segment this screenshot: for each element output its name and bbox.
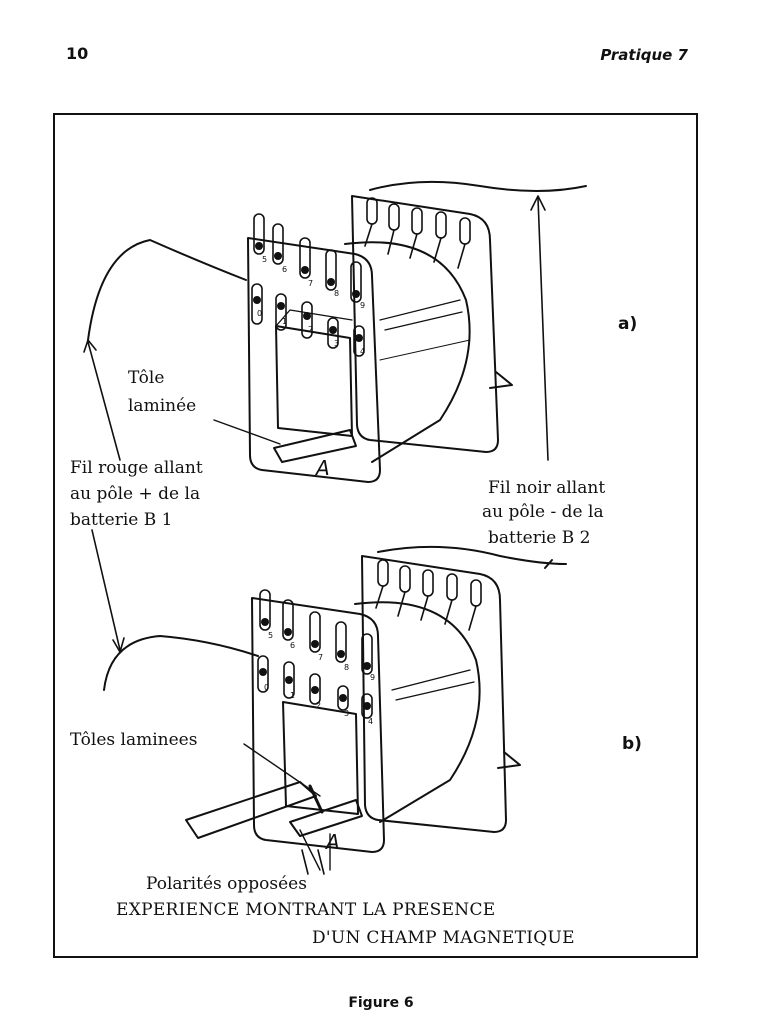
terminal-number-b-5: 0 xyxy=(264,683,269,692)
label-tole: Tôle xyxy=(128,368,165,388)
caption-line-2: D'UN CHAMP MAGNETIQUE xyxy=(312,928,575,948)
page-number: 10 xyxy=(66,44,89,63)
marker-a-top: A xyxy=(316,456,330,480)
terminal-number-a-2: 7 xyxy=(308,279,313,288)
terminal-number-b-4: 9 xyxy=(370,673,375,682)
label-fil-rouge-1: Fil rouge allant xyxy=(70,458,203,478)
label-polarites: Polarités opposées xyxy=(146,874,307,894)
marker-a-bottom: A xyxy=(326,830,340,854)
terminal-number-a-6: 1 xyxy=(282,317,287,326)
terminal-number-b-1: 6 xyxy=(290,641,295,650)
terminal-number-a-1: 6 xyxy=(282,265,287,274)
label-fil-rouge-3: batterie B 1 xyxy=(70,510,173,530)
label-toles-laminees: Tôles laminees xyxy=(70,730,198,750)
figure-frame xyxy=(53,113,698,958)
terminal-number-a-4: 9 xyxy=(360,301,365,310)
terminal-number-a-5: 0 xyxy=(257,309,262,318)
terminal-number-a-0: 5 xyxy=(262,255,267,264)
terminal-number-b-3: 8 xyxy=(344,663,349,672)
running-head: Pratique 7 xyxy=(600,46,688,64)
coil-b xyxy=(103,545,567,875)
label-fil-noir-3: batterie B 2 xyxy=(488,528,591,548)
caption-line-1: EXPERIENCE MONTRANT LA PRESENCE xyxy=(116,900,496,920)
label-fil-rouge-2: au pôle + de la xyxy=(70,484,201,504)
terminal-number-b-2: 7 xyxy=(318,653,323,662)
panel-label-b: b) xyxy=(622,734,642,754)
panel-label-a: a) xyxy=(618,314,638,334)
coil-a xyxy=(87,180,587,483)
terminal-number-a-9: 4 xyxy=(360,347,365,356)
terminal-number-a-8: 3 xyxy=(334,339,339,348)
terminal-number-b-0: 5 xyxy=(268,631,273,640)
terminal-number-b-6: 1 xyxy=(290,691,295,700)
label-laminee: laminée xyxy=(128,396,197,416)
terminal-number-b-9: 4 xyxy=(368,717,373,726)
label-fil-noir-2: au pôle - de la xyxy=(482,502,604,522)
terminal-number-b-7: 2 xyxy=(316,701,321,710)
label-fil-noir-1: Fil noir allant xyxy=(488,478,606,498)
terminal-number-a-3: 8 xyxy=(334,289,339,298)
figure-caption: Figure 6 xyxy=(348,995,414,1011)
terminal-number-a-7: 2 xyxy=(308,325,313,334)
terminal-number-b-8: 3 xyxy=(344,709,349,718)
